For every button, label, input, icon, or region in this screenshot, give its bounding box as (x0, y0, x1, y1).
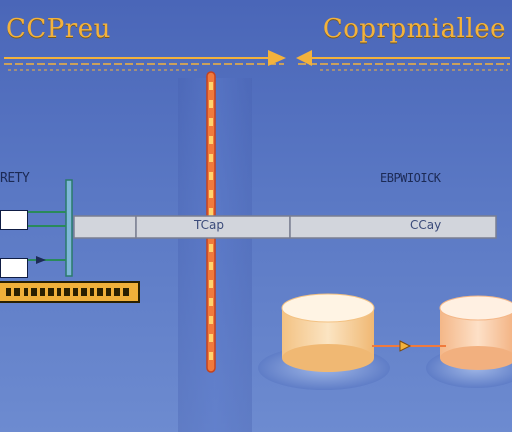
cylinder-link (372, 340, 446, 352)
cylinder-right (426, 295, 512, 388)
left-box-upper (0, 210, 28, 230)
label-left-small: RETY (0, 171, 30, 186)
label-right-small: EBPWIOICK (380, 171, 441, 185)
bar-label-left: TCap (194, 218, 224, 232)
title-right: Coprpmiallee (322, 14, 506, 44)
title-left: CCPreu (6, 14, 111, 44)
horizontal-bar (73, 215, 497, 239)
header-rail (4, 57, 510, 71)
bar-label-right: CCay (410, 218, 442, 232)
header-arrow-left (268, 50, 286, 66)
header-arrow-right (296, 50, 312, 66)
header-connector (4, 50, 510, 71)
left-box-lower (0, 258, 28, 278)
cylinder-left (258, 293, 390, 390)
tape-pattern (6, 288, 129, 296)
